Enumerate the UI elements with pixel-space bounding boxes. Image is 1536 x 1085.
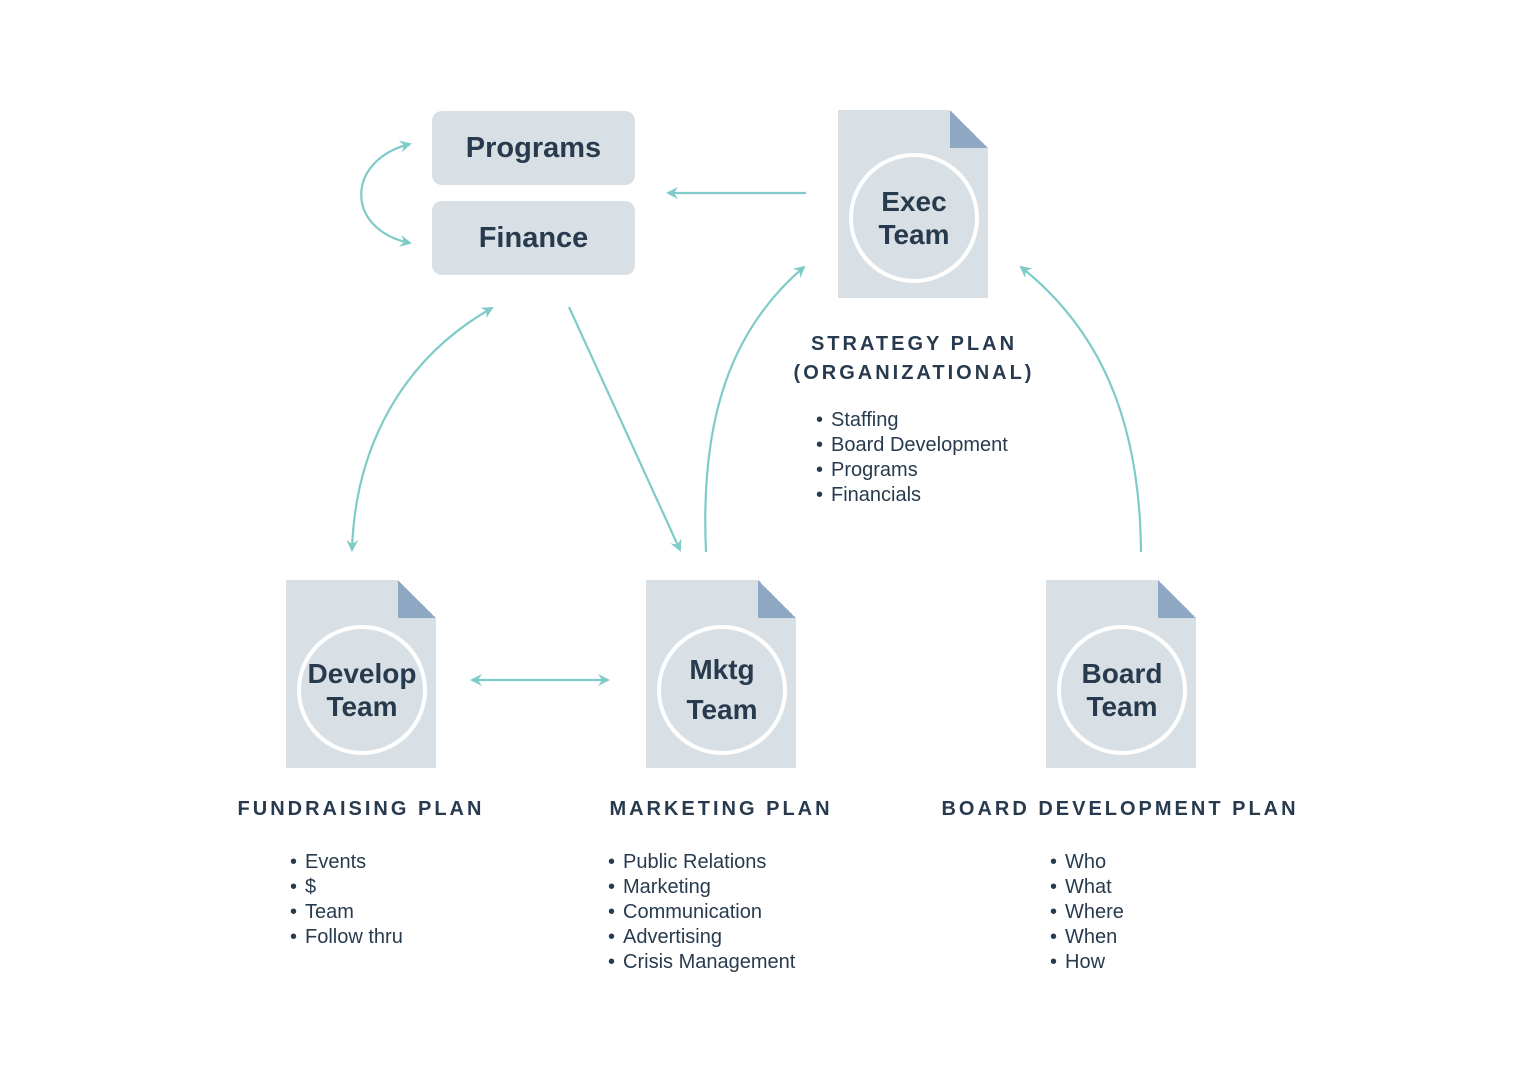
strategy-plan-title-line2: (ORGANIZATIONAL) [793,362,1035,384]
list-item: Communication [608,900,795,925]
arrow-mktg-to-exec [704,265,806,553]
list-item: Where [1050,900,1124,925]
mktg-team-label-line1: Mktg [689,654,755,685]
arrow-programs-finance [360,140,412,247]
fundraising-plan-list: Events $ Team Follow thru [290,850,403,950]
page-fold-icon [398,580,436,618]
develop-team-label-line2: Team [326,691,398,722]
list-item: Financials [816,483,1008,508]
list-item: Advertising [608,925,795,950]
list-item: Board Development [816,433,1008,458]
list-item: What [1050,875,1124,900]
page-fold-icon [1158,580,1196,618]
mktg-team-document: Mktg Team [646,580,796,768]
develop-team-document: Develop Team [286,580,436,768]
arrow-board-to-exec [1019,265,1143,553]
list-item: Follow thru [290,925,403,950]
marketing-plan-list: Public Relations Marketing Communication… [608,850,795,975]
programs-label: Programs [465,131,602,164]
develop-team-circle: Develop Team [297,625,427,755]
list-item: How [1050,950,1124,975]
strategy-plan-title-line1: STRATEGY PLAN [810,333,1018,355]
finance-label: Finance [478,221,589,254]
board-team-circle: Board Team [1057,625,1187,755]
board-team-label-line2: Team [1086,691,1158,722]
strategy-plan-title: STRATEGY PLAN (ORGANIZATIONAL) [764,330,1064,388]
list-item: Staffing [816,408,1008,433]
arrow-finance-to-mktg [567,306,682,552]
finance-box: Finance [432,201,635,275]
list-item: $ [290,875,403,900]
list-item: Public Relations [608,850,795,875]
exec-team-document: Exec Team [838,110,988,298]
exec-team-label-line2: Team [878,219,950,250]
board-team-label-line1: Board [1081,658,1163,689]
develop-team-label-line1: Develop [307,658,417,689]
list-item: Programs [816,458,1008,483]
arrow-finance-develop [346,307,494,552]
list-item: When [1050,925,1124,950]
marketing-plan-title: MARKETING PLAN [609,798,833,820]
list-item: Events [290,850,403,875]
programs-box: Programs [432,111,635,185]
list-item: Who [1050,850,1124,875]
board-development-plan-title: BOARD DEVELOPMENT PLAN [941,798,1299,820]
list-item: Marketing [608,875,795,900]
exec-team-label-line1: Exec [881,186,947,217]
board-development-plan-list: Who What Where When How [1050,850,1124,975]
fundraising-plan-title: FUNDRAISING PLAN [237,798,485,820]
exec-team-circle: Exec Team [849,153,979,283]
mktg-team-label-line2: Team [686,694,758,725]
board-team-document: Board Team [1046,580,1196,768]
strategy-plan-list: Staffing Board Development Programs Fina… [816,408,1008,508]
list-item: Team [290,900,403,925]
page-fold-icon [950,110,988,148]
page-fold-icon [758,580,796,618]
list-item: Crisis Management [608,950,795,975]
mktg-team-circle: Mktg Team [657,625,787,755]
